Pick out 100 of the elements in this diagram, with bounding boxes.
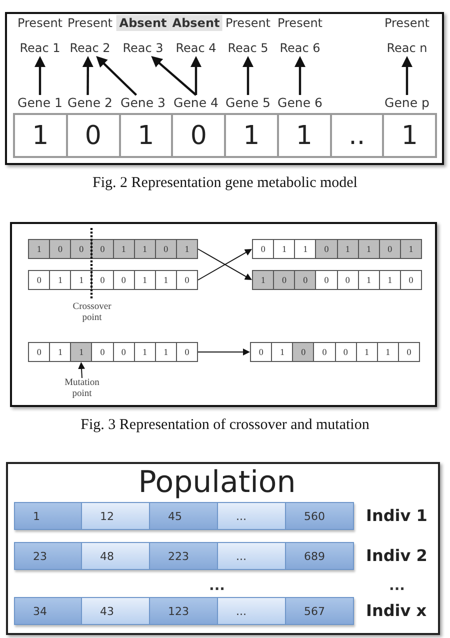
bit-cell: 0: [156, 240, 177, 258]
arrow: [151, 56, 197, 96]
bit-cell: 1: [156, 343, 177, 361]
bit-cell: 0: [316, 271, 338, 289]
status-label: Present: [66, 15, 114, 31]
bit-cell: 0: [274, 271, 296, 289]
binary-vector: [13, 113, 437, 158]
bit-cell: 0: [114, 343, 135, 361]
chromosome-strip: [250, 342, 420, 362]
arrow: [78, 362, 85, 378]
bit-cell-text: 0: [184, 274, 190, 287]
bit-cell: 0: [68, 115, 120, 156]
bit-cell: 0: [295, 271, 316, 289]
value-cell: 23: [14, 542, 82, 570]
bit-cell: 1: [358, 271, 380, 289]
bit-cell: 1: [338, 240, 359, 258]
annotation-text: Crossover point: [72, 302, 112, 324]
bit-cell: 1: [134, 271, 156, 289]
bit-cell: 1: [114, 240, 135, 258]
bit-cell-text: 0: [408, 274, 414, 287]
reaction-label: Reac n: [386, 40, 428, 56]
status-label: Present: [383, 15, 431, 31]
value-cell: 560: [286, 502, 354, 530]
bit-cell: 1: [71, 271, 92, 289]
bit-cell: 1: [134, 343, 156, 361]
status-label: Absent: [116, 15, 170, 31]
gene-label: Gene p: [384, 95, 430, 111]
gene-label: Gene 2: [68, 95, 112, 111]
bit-cell: 0: [92, 343, 114, 361]
arrow: [198, 348, 250, 356]
gene-label: Gene 1: [18, 95, 62, 111]
chromosome-strip: [252, 239, 422, 259]
chromosome-strip: [28, 270, 198, 290]
individual-row: [14, 542, 354, 570]
status-label: Absent: [169, 15, 223, 31]
value-cell: ...: [218, 542, 286, 570]
bit-cell: 0: [29, 343, 50, 361]
gene-label: Gene 3: [120, 95, 166, 111]
bit-cell: 1: [400, 240, 421, 258]
bit-cell: 0: [336, 343, 357, 361]
row-label: Indiv 1: [366, 506, 428, 526]
bit-cell-text: 1: [400, 120, 419, 152]
chromosome-strip: [252, 270, 422, 290]
bit-cell: 0: [316, 240, 338, 258]
value-cell: 43: [82, 597, 150, 625]
status-label: Present: [16, 15, 64, 31]
bit-cell-text: 0: [406, 346, 412, 359]
figure-caption: Fig. 3 Representation of crossover and mutation: [80, 416, 370, 434]
arrow: [190, 56, 202, 95]
value-cell: 34: [14, 597, 82, 625]
bit-cell: 1: [226, 115, 279, 156]
value-cell: 223: [150, 542, 218, 570]
bit-cell: 0: [92, 271, 114, 289]
value-cell: 123: [150, 597, 218, 625]
bit-cell: 1: [29, 240, 50, 258]
bit-cell: 0: [380, 240, 401, 258]
status-label: Present: [224, 15, 272, 31]
arrow: [96, 56, 138, 96]
arrow: [294, 56, 306, 95]
bit-cell: 1: [378, 343, 399, 361]
population-panel: [6, 462, 440, 635]
bit-cell: ..: [332, 115, 384, 156]
bit-cell: 0: [114, 271, 135, 289]
bit-cell: 1: [358, 240, 380, 258]
arrow: [402, 56, 412, 95]
bit-cell: 0: [338, 271, 359, 289]
value-cell: 48: [82, 542, 150, 570]
reaction-label: Reac 2: [70, 40, 110, 56]
bit-cell: 0: [253, 240, 274, 258]
bit-cell: 1: [156, 271, 177, 289]
reaction-label: Reac 3: [122, 40, 164, 56]
gene-label: Gene 6: [278, 95, 322, 111]
arrow: [34, 56, 46, 95]
bit-cell: 0: [293, 343, 314, 361]
bit-cell: 1: [356, 343, 378, 361]
reaction-label: Reac 1: [20, 40, 60, 56]
ellipsis-text: ...: [389, 578, 405, 594]
bit-cell: 1: [274, 240, 296, 258]
bit-cell: 0: [173, 115, 226, 156]
bit-cell-text: 0: [184, 346, 190, 359]
arrow: [82, 56, 94, 95]
gene-label: Gene 5: [226, 95, 270, 111]
reaction-label: Reac 6: [280, 40, 320, 56]
value-cell: 1: [14, 502, 82, 530]
bit-cell: 0: [314, 343, 336, 361]
bit-cell: 1: [380, 271, 401, 289]
value-cell: ...: [218, 502, 286, 530]
value-cell: 45: [150, 502, 218, 530]
row-label: Indiv 2: [366, 546, 428, 566]
row-label: Indiv x: [366, 601, 427, 621]
reaction-label: Reac 4: [176, 40, 216, 56]
bit-cell: 1: [134, 240, 156, 258]
value-cell: 12: [82, 502, 150, 530]
bit-cell: 1: [120, 115, 174, 156]
individual-row: [14, 597, 354, 625]
bit-cell: 0: [29, 271, 50, 289]
value-cell: 689: [286, 542, 354, 570]
bit-cell: 1: [278, 115, 332, 156]
gene-label: Gene 4: [174, 95, 218, 111]
bit-cell: 1: [15, 115, 68, 156]
